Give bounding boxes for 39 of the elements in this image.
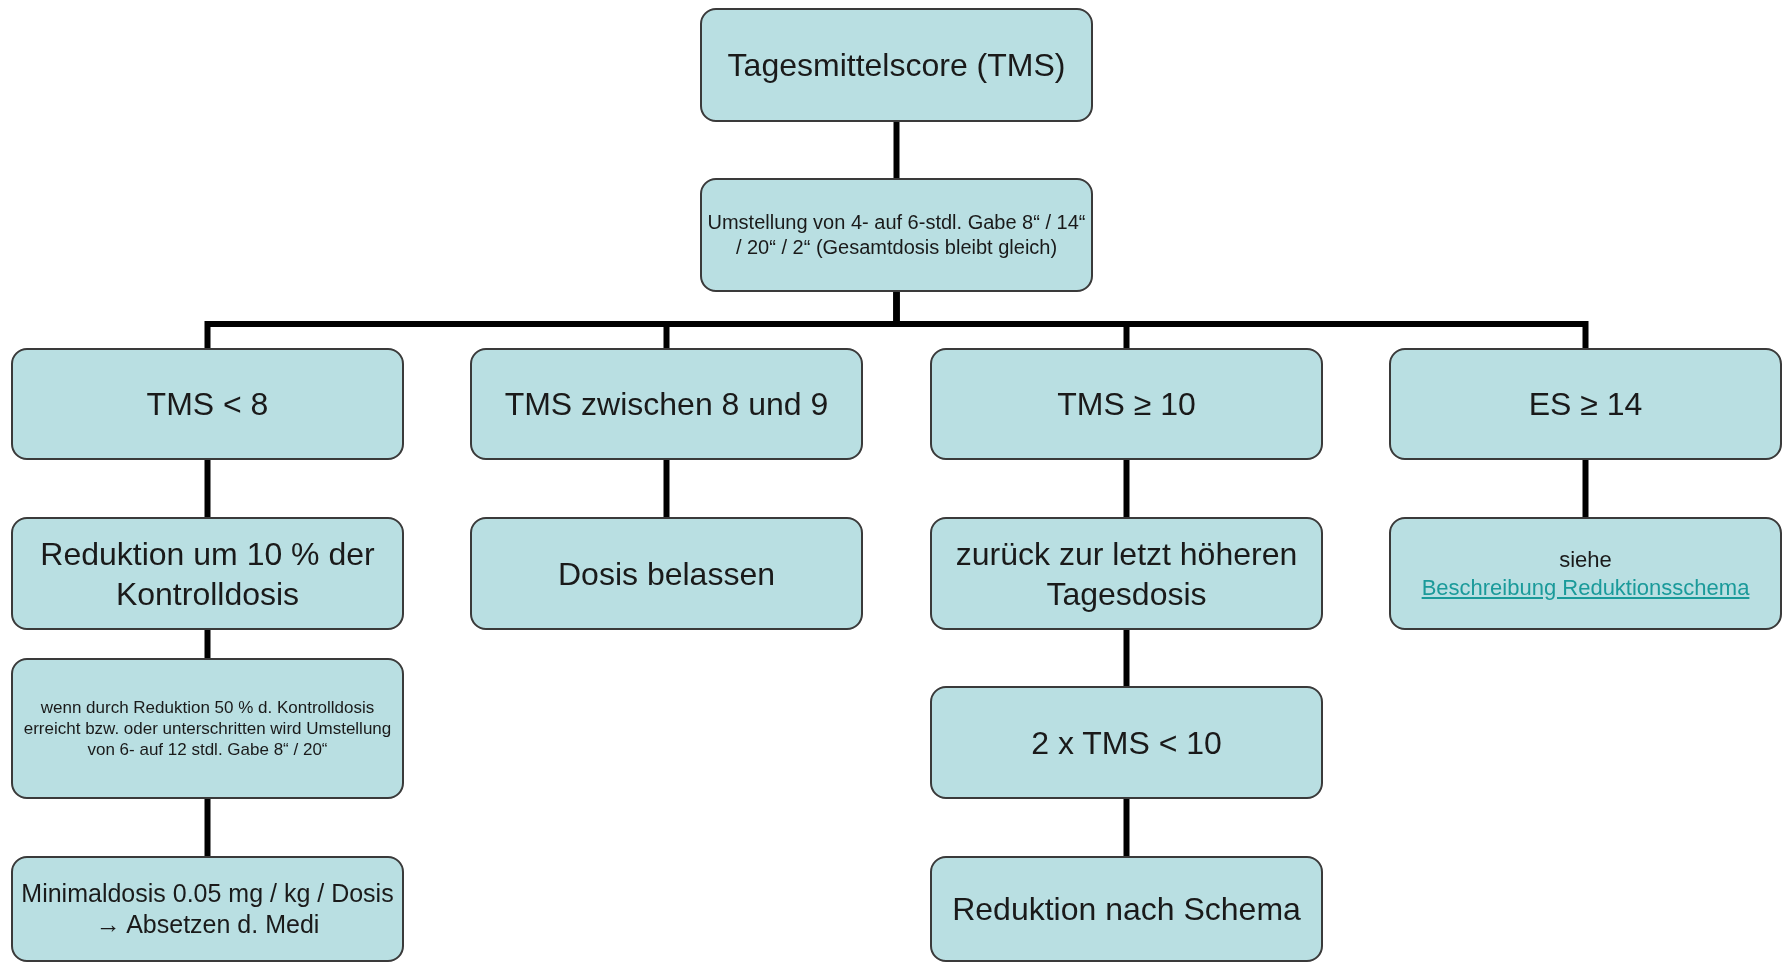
process-box [11, 856, 404, 962]
process-box [11, 517, 404, 630]
connector-line [893, 292, 1589, 348]
process-box [930, 517, 1323, 630]
connector-line [204, 799, 211, 856]
connector-line [1123, 630, 1130, 686]
process-box [930, 686, 1323, 799]
connector-line [893, 122, 900, 178]
process-box [930, 348, 1323, 460]
node-text: Minimaldosis 0.05 mg / kg / Dosis → Absetzen d. Medi [20, 877, 395, 940]
process-box [930, 856, 1323, 962]
node-text: TMS < 8 [146, 385, 269, 424]
process-box [1389, 348, 1782, 460]
process-box [11, 348, 404, 460]
node-text: Reduktion nach Schema [952, 890, 1301, 929]
node-text: ES ≥ 14 [1528, 385, 1643, 424]
process-box [700, 8, 1093, 122]
process-box [11, 658, 404, 799]
node-text: Umstellung von 4- auf 6-stdl. Gabe 8“ / 14“ / 20“ / 2“ (Gesamtdosis bleibt gleich) [706, 210, 1087, 260]
node-text: TMS zwischen 8 und 9 [504, 385, 829, 424]
node-text: TMS ≥ 10 [1057, 385, 1196, 424]
process-box [470, 517, 863, 630]
node-text: Dosis belassen [558, 554, 775, 594]
process-box [1389, 517, 1782, 630]
process-box [700, 178, 1093, 292]
node-text: Tagesmittelscore (TMS) [727, 46, 1066, 85]
connector-line [1123, 460, 1130, 517]
connector-line [1582, 460, 1589, 517]
connector-line [204, 630, 211, 658]
process-box [470, 348, 863, 460]
node-text: zurück zur letzt höheren Tagesdosis [954, 534, 1299, 614]
node-text: Reduktion um 10 % der Kontrolldosis [39, 534, 376, 614]
connector-line [663, 460, 670, 517]
node-text: wenn durch Reduktion 50 % d. Kontrolldosis erreicht bzw. oder unterschritten wird Umstellung von 6- auf 12 stdl. Gabe 8“ / 20“ [22, 696, 393, 761]
connector-line [1123, 799, 1130, 856]
node-text: siehe [1559, 546, 1612, 574]
connector-line [204, 460, 211, 517]
link: Beschreibung Reduktionsschema [1421, 573, 1750, 601]
node-text: 2 x TMS < 10 [1031, 723, 1222, 763]
